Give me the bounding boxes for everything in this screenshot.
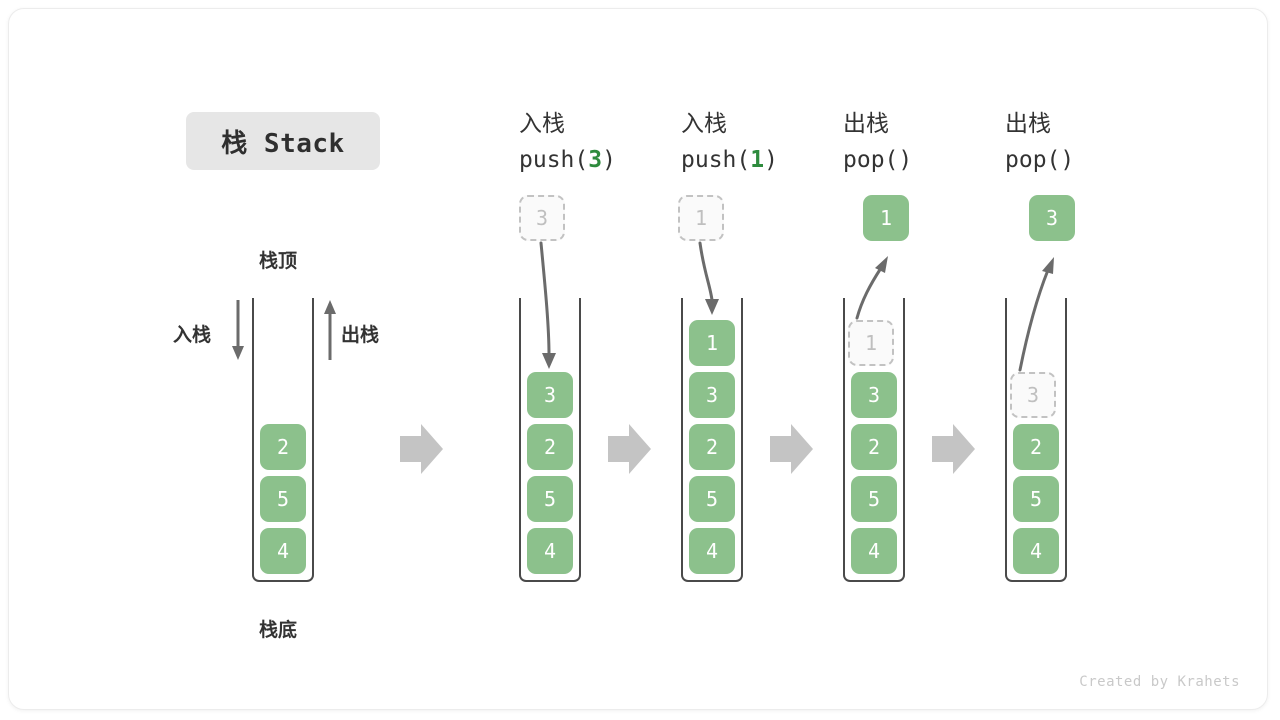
code-prefix: pop( [843,147,899,173]
column-heading-pop-3: 出栈 pop() [1005,106,1074,178]
column-heading-push-3: 入栈 push(3) [519,106,616,178]
label-pop-side: 出栈 [341,324,380,346]
stack-cell: 3 [851,372,897,418]
credit-text: Created by Krahets [1079,674,1240,690]
code-prefix: push( [519,147,589,173]
code-arg: 3 [588,147,603,173]
code-suffix: ) [898,147,913,173]
column-heading-code: pop() [843,142,912,178]
column-heading-code: push(1) [681,142,778,178]
floating-cell-pop-1: 1 [863,195,909,241]
column-heading-cn: 出栈 [1005,111,1051,137]
stack-cell: 3 [527,372,573,418]
floating-cell-pop-3: 3 [1029,195,1075,241]
stack-cell: 4 [689,528,735,574]
column-heading-cn: 入栈 [681,111,727,137]
floating-cell-push-3: 3 [519,195,565,241]
stack-cell: 2 [1013,424,1059,470]
code-prefix: push( [681,147,751,173]
stack-cell: 4 [260,528,306,574]
stack-cell: 2 [260,424,306,470]
column-heading-code: push(3) [519,142,616,178]
stack-cell: 1 [689,320,735,366]
stack-cell: 5 [851,476,897,522]
code-suffix: ) [764,147,778,173]
label-push-side: 入栈 [173,324,212,346]
stack-cell: 3 [689,372,735,418]
floating-cell-push-1: 1 [678,195,724,241]
label-stack-bottom: 栈底 [259,619,298,641]
column-heading-push-1: 入栈 push(1) [681,106,778,178]
stack-container-push-3 [519,298,581,582]
stack-cell: 2 [851,424,897,470]
stack-cell: 5 [1013,476,1059,522]
stack-container-pop-1 [843,298,905,582]
stack-cell: 2 [689,424,735,470]
code-arg: 1 [750,147,765,173]
column-heading-pop-1: 出栈 pop() [843,106,912,178]
code-prefix: pop( [1005,147,1061,173]
code-suffix: ) [602,147,616,173]
code-suffix: ) [1060,147,1075,173]
column-heading-cn: 出栈 [843,111,889,137]
stack-cell: 5 [689,476,735,522]
stack-cell-ghost: 3 [1010,372,1056,418]
stack-cell: 5 [260,476,306,522]
stack-cell-ghost: 1 [848,320,894,366]
stack-container-initial [252,298,314,582]
stack-cell: 2 [527,424,573,470]
stack-cell: 5 [527,476,573,522]
column-heading-cn: 入栈 [519,111,565,137]
page-title: 栈 Stack [186,112,380,170]
column-heading-code: pop() [1005,142,1074,178]
stack-cell: 4 [851,528,897,574]
stack-container-push-1 [681,298,743,582]
stack-cell: 4 [527,528,573,574]
stack-container-pop-3 [1005,298,1067,582]
stack-cell: 4 [1013,528,1059,574]
label-stack-top: 栈顶 [259,250,298,272]
